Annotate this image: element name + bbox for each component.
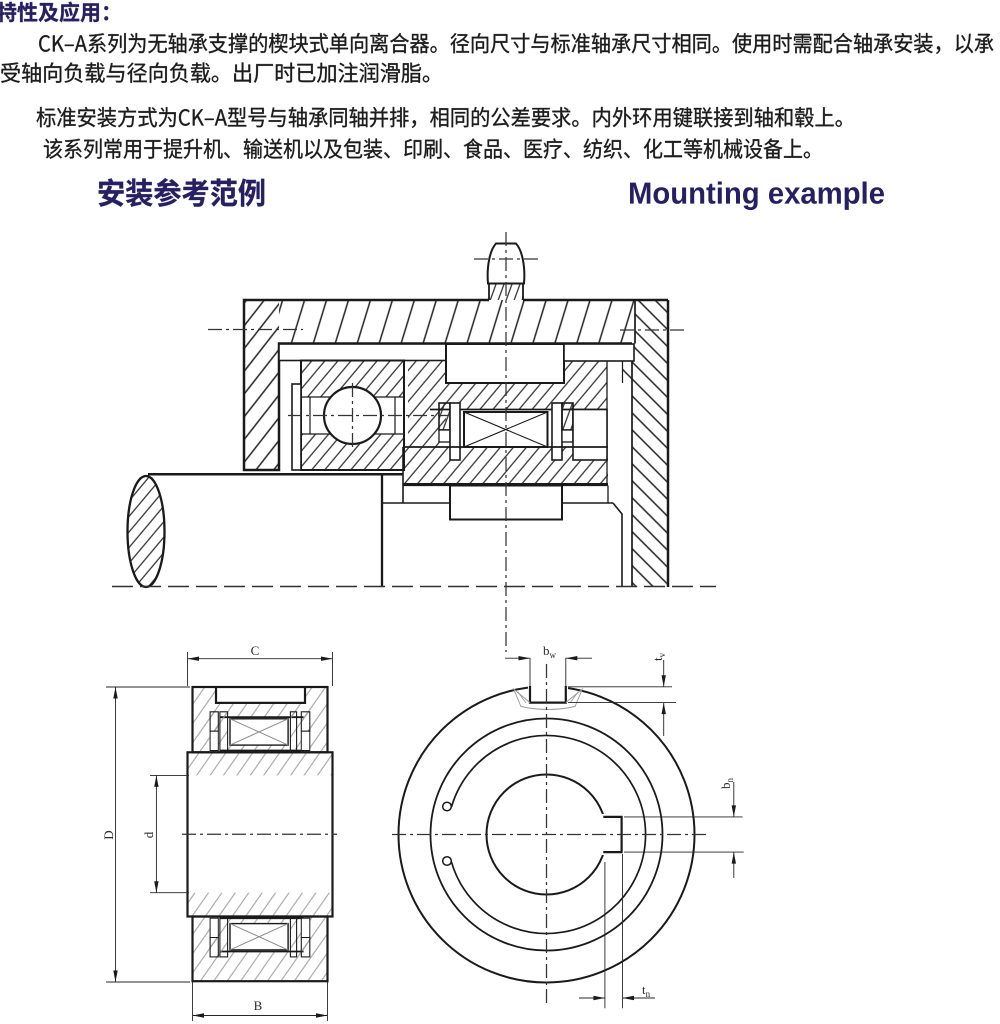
svg-text:B: B: [254, 998, 263, 1013]
svg-text:tv: tv: [650, 652, 667, 661]
svg-text:C: C: [251, 643, 260, 658]
svg-text:tn: tn: [642, 982, 651, 999]
svg-text:D: D: [101, 830, 116, 839]
svg-text:bn: bn: [718, 778, 735, 790]
svg-text:d: d: [141, 831, 156, 838]
